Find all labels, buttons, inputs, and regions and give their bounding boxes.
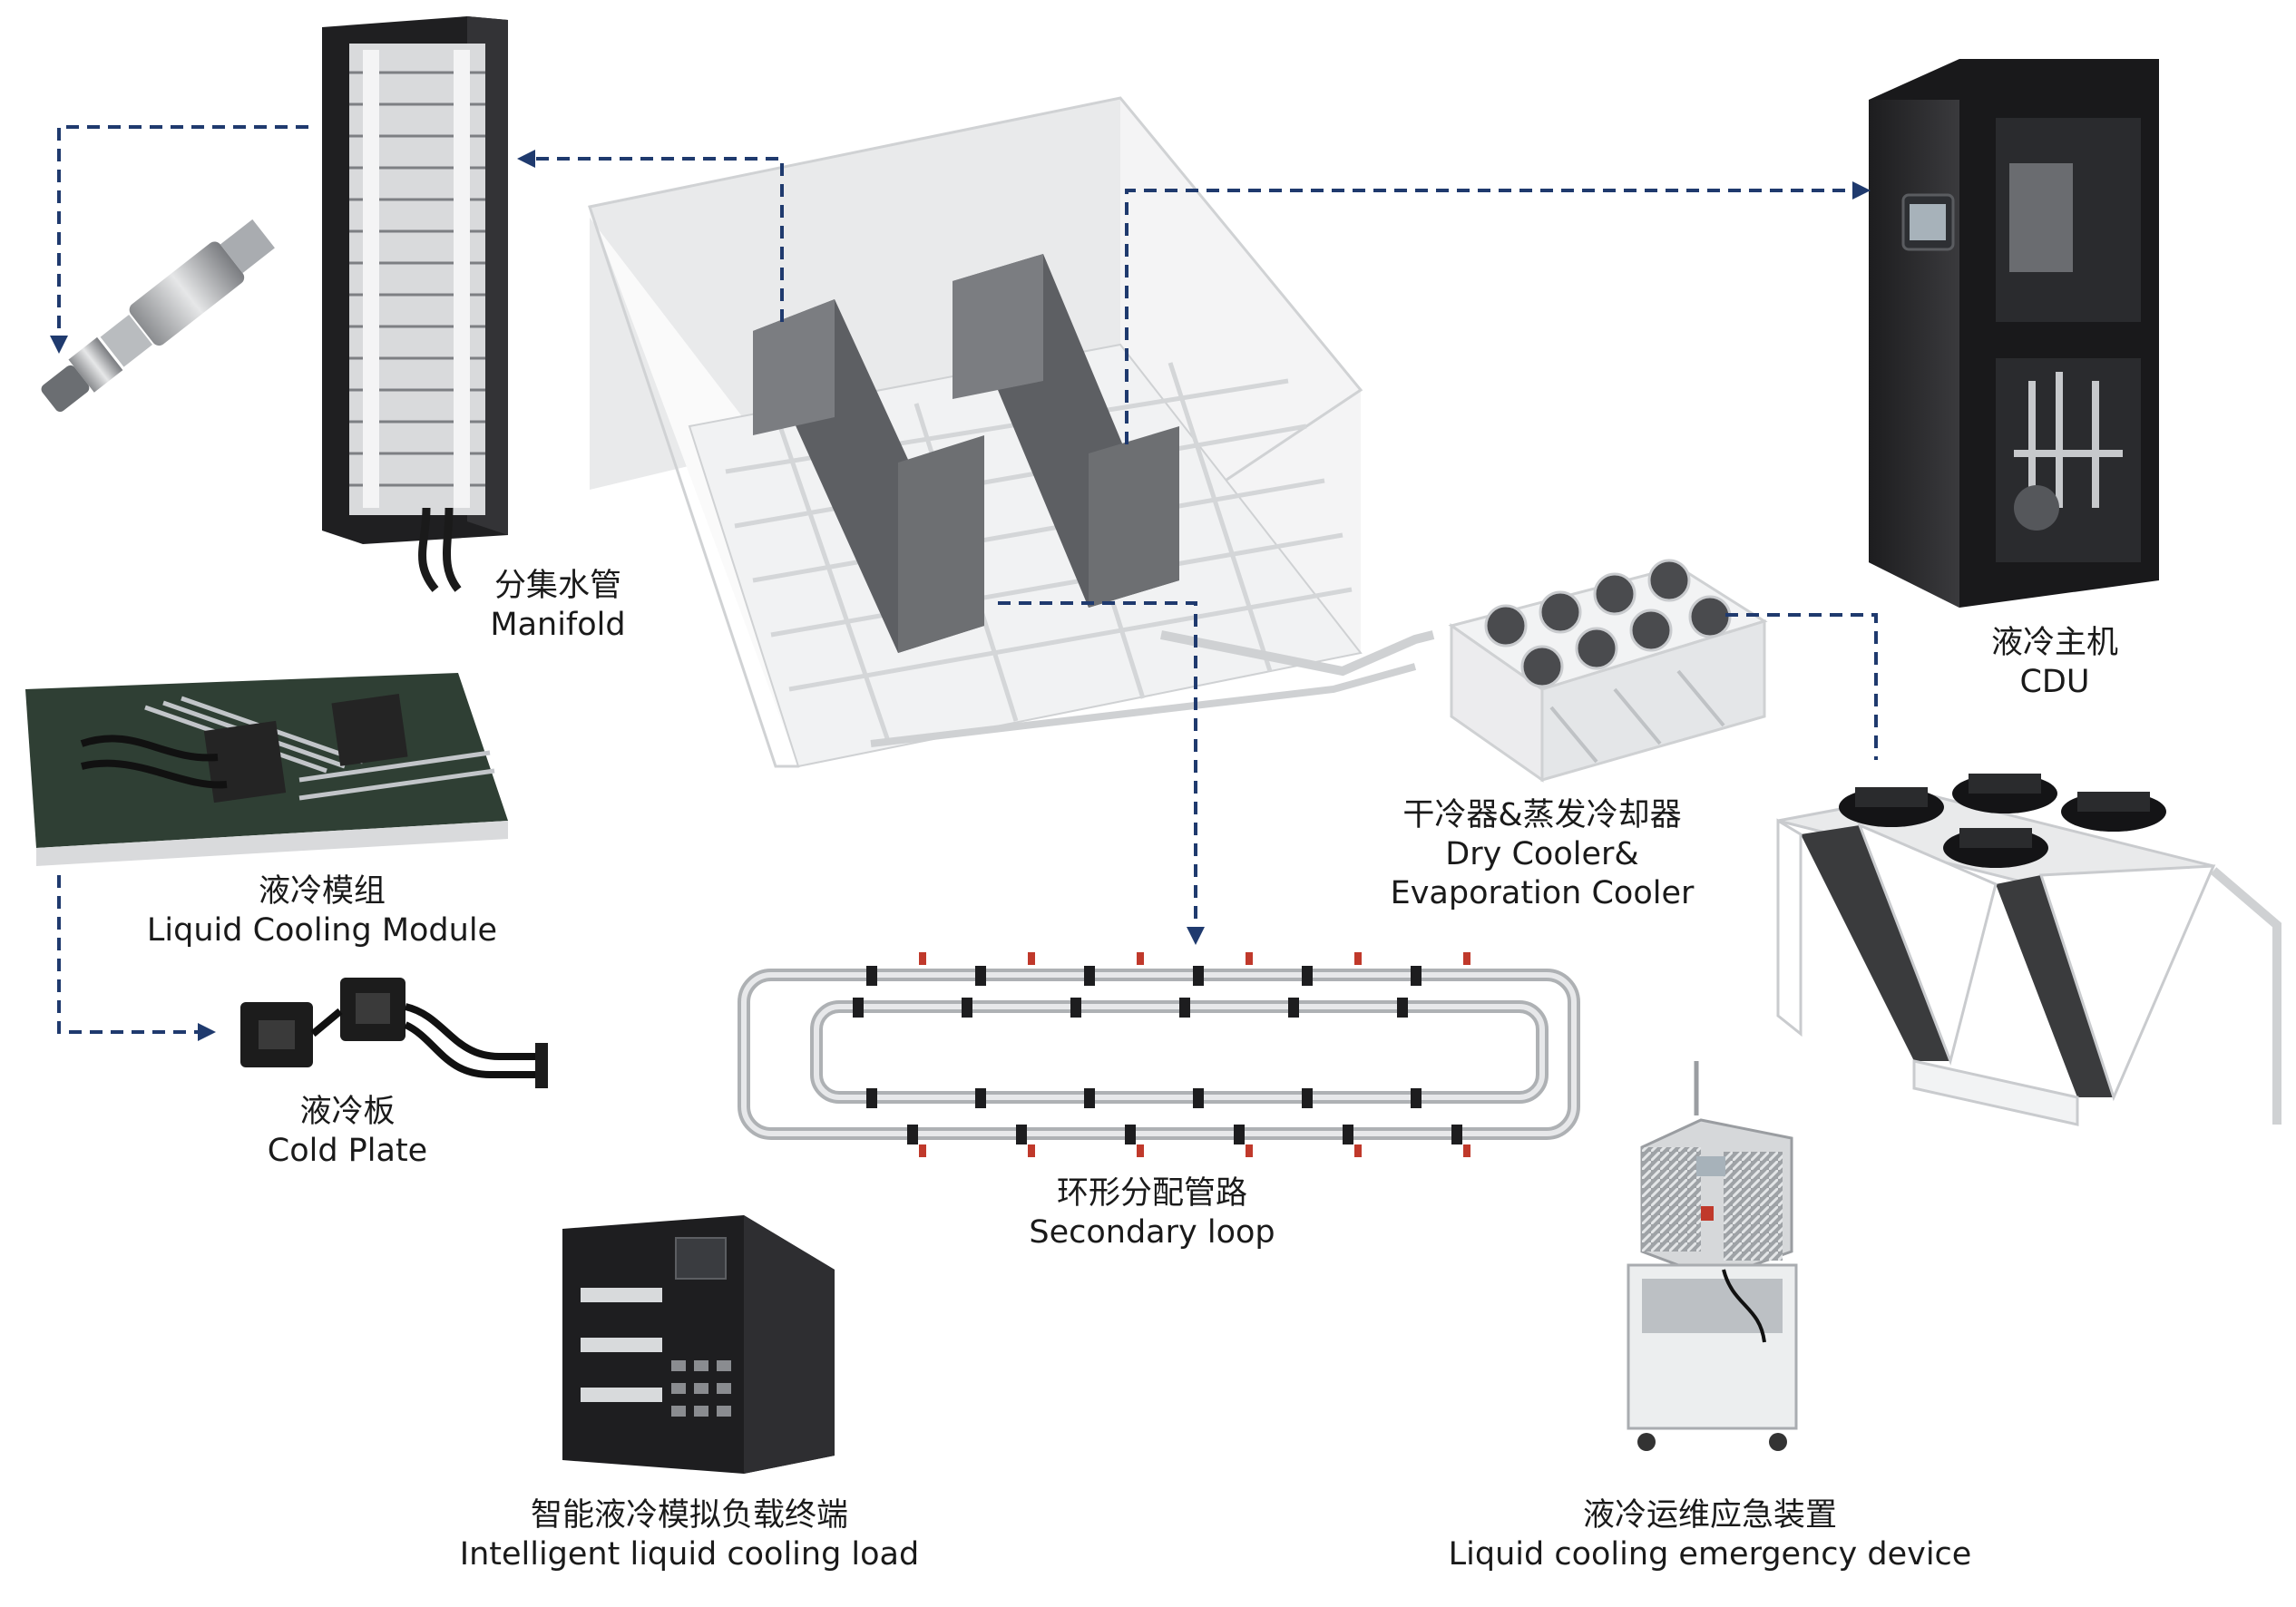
emergency-label-zh: 液冷运维应急装置 [1582, 1497, 1837, 1534]
cdu-label-zh: 液冷主机 [1990, 625, 2118, 661]
emergency-cart-icon [1627, 1061, 1798, 1451]
loop-label: 环形分配管路 Secondary loop [998, 1174, 1306, 1252]
server-rack-icon [322, 16, 508, 592]
quick-connector-icon [41, 219, 275, 413]
load-label-en: Intelligent liquid cooling load [459, 1536, 920, 1573]
manifold-label: 分集水管 Manifold [472, 567, 644, 645]
flow-arrows [50, 125, 1878, 1041]
ring-pipe-icon [738, 952, 1580, 1157]
arrow-hall-to-loop [998, 601, 1205, 945]
cdu-label-en: CDU [2019, 664, 2090, 700]
load-label-zh: 智能液冷模拟负载终端 [530, 1497, 848, 1534]
manifold-label-en: Manifold [490, 607, 626, 643]
module-label-zh: 液冷模组 [258, 873, 386, 910]
arrow-module-to-coldplate [57, 875, 216, 1041]
arrow-hall-to-cdu [1125, 181, 1871, 444]
cold-plate-icon [240, 978, 548, 1088]
load-cabinet-icon [562, 1215, 835, 1474]
coolers-label: 干冷器&蒸发冷却器 Dry Cooler& Evaporation Cooler [1361, 796, 1724, 913]
coldplate-label-zh: 液冷板 [299, 1094, 396, 1130]
coolers-label-en-2: Evaporation Cooler [1390, 875, 1695, 911]
cdu-cabinet-icon [1869, 59, 2159, 608]
arrow-cooler-to-vcooler [1725, 613, 1878, 760]
manifold-label-zh: 分集水管 [493, 568, 621, 604]
dry-cooler-icon [1448, 559, 1768, 783]
coolers-label-en-1: Dry Cooler& [1445, 836, 1639, 872]
arrow-hall-to-manifold [517, 150, 784, 322]
module-label: 液冷模组 Liquid Cooling Module [118, 872, 526, 950]
loop-label-en: Secondary loop [1029, 1214, 1275, 1251]
coolers-label-zh: 干冷器&蒸发冷却器 [1402, 797, 1682, 833]
motherboard-icon [25, 673, 508, 866]
load-label: 智能液冷模拟负载终端 Intelligent liquid cooling lo… [454, 1496, 925, 1574]
coldplate-label: 液冷板 Cold Plate [234, 1093, 461, 1171]
emergency-label-en: Liquid cooling emergency device [1448, 1536, 1972, 1573]
module-label-en: Liquid Cooling Module [146, 912, 498, 949]
coldplate-label-en: Cold Plate [267, 1133, 428, 1169]
v-cooler-icon [1776, 774, 2281, 1126]
loop-label-zh: 环形分配管路 [1056, 1175, 1247, 1212]
emergency-label: 液冷运维应急装置 Liquid cooling emergency device [1447, 1496, 1973, 1574]
cdu-label: 液冷主机 CDU [1955, 624, 2154, 702]
data-hall-icon [588, 96, 1435, 768]
